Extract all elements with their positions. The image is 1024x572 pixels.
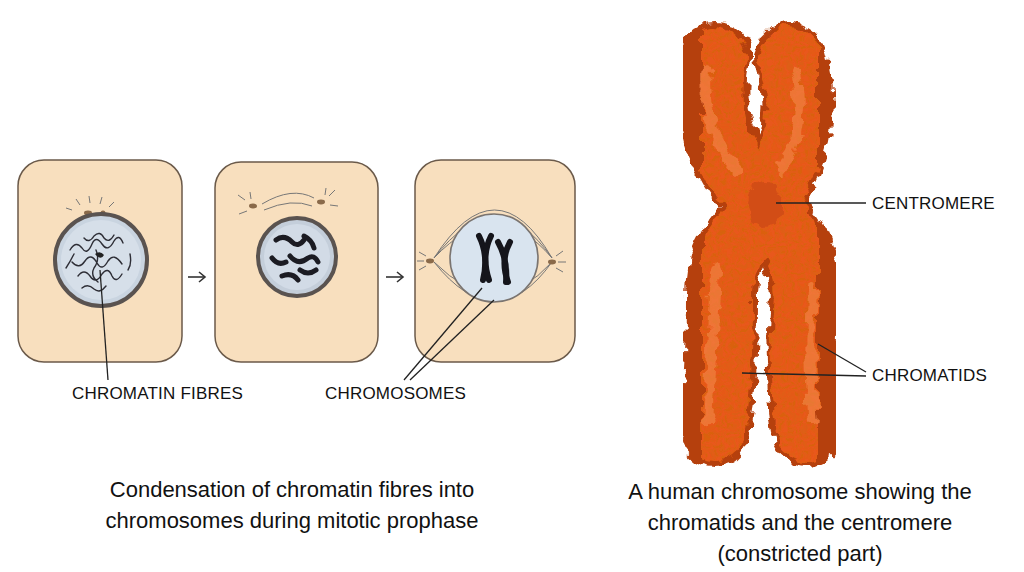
part-label: CENTROMERE xyxy=(872,194,995,214)
cell-interphase xyxy=(18,160,182,362)
part-label: CHROMATIN FIBRES xyxy=(72,384,243,404)
step-arrow xyxy=(386,272,403,282)
leader-line xyxy=(742,203,866,376)
step-arrow xyxy=(188,272,205,282)
caption-text: A human chromosome showing the chromatid… xyxy=(612,476,988,569)
cell-early-prophase xyxy=(215,162,378,362)
part-label: CHROMATIDS xyxy=(872,366,987,386)
cell-late-prophase xyxy=(415,160,575,362)
part-label: CHROMOSOMES xyxy=(325,384,466,404)
leader-line xyxy=(100,270,494,380)
caption-text: Condensation of chromatin fibres into ch… xyxy=(50,474,534,536)
